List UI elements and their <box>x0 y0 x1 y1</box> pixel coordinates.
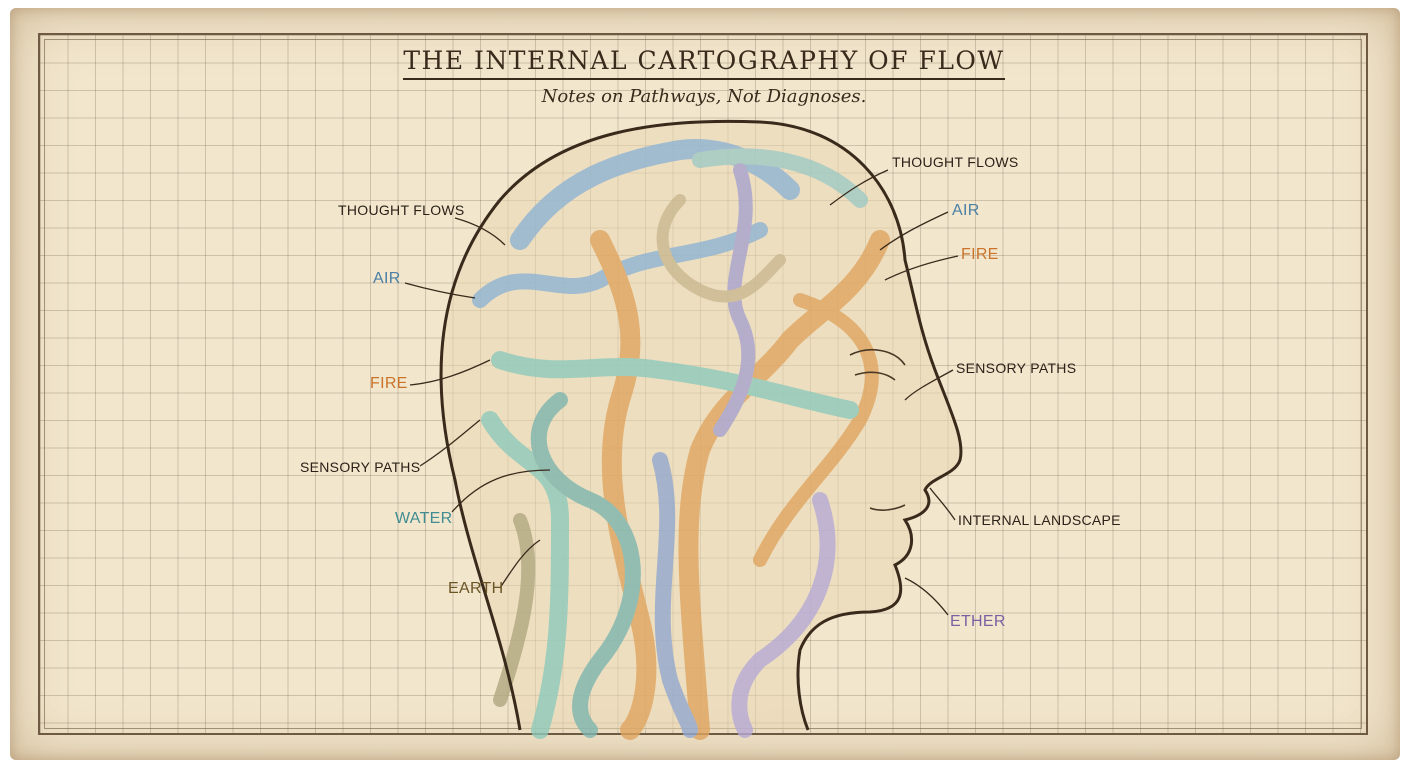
page-subtitle: Notes on Pathways, Not Diagnoses. <box>541 86 867 107</box>
label-right-ether: ETHER <box>950 613 1006 630</box>
label-left-sensory-paths: SENSORY PATHS <box>300 459 421 475</box>
label-right-internal-landscape: INTERNAL LANDSCAPE <box>958 512 1121 528</box>
label-left-air: AIR <box>373 270 401 287</box>
label-right-fire: FIRE <box>961 246 999 263</box>
label-right-thought-flows: THOUGHT FLOWS <box>892 154 1019 170</box>
facial-details <box>849 349 906 511</box>
flow-pathways <box>472 139 890 740</box>
title-block: THE INTERNAL CARTOGRAPHY OF FLOW Notes o… <box>354 46 1054 107</box>
head-outline <box>439 119 963 731</box>
label-right-sensory-paths: SENSORY PATHS <box>956 360 1077 376</box>
label-left-water: WATER <box>395 510 453 527</box>
label-left-fire: FIRE <box>370 375 408 392</box>
page-title: THE INTERNAL CARTOGRAPHY OF FLOW <box>403 46 1005 80</box>
leader-lines <box>404 169 959 616</box>
label-right-air: AIR <box>952 202 980 219</box>
label-left-thought-flows: THOUGHT FLOWS <box>338 202 465 218</box>
label-left-earth: EARTH <box>448 580 504 597</box>
